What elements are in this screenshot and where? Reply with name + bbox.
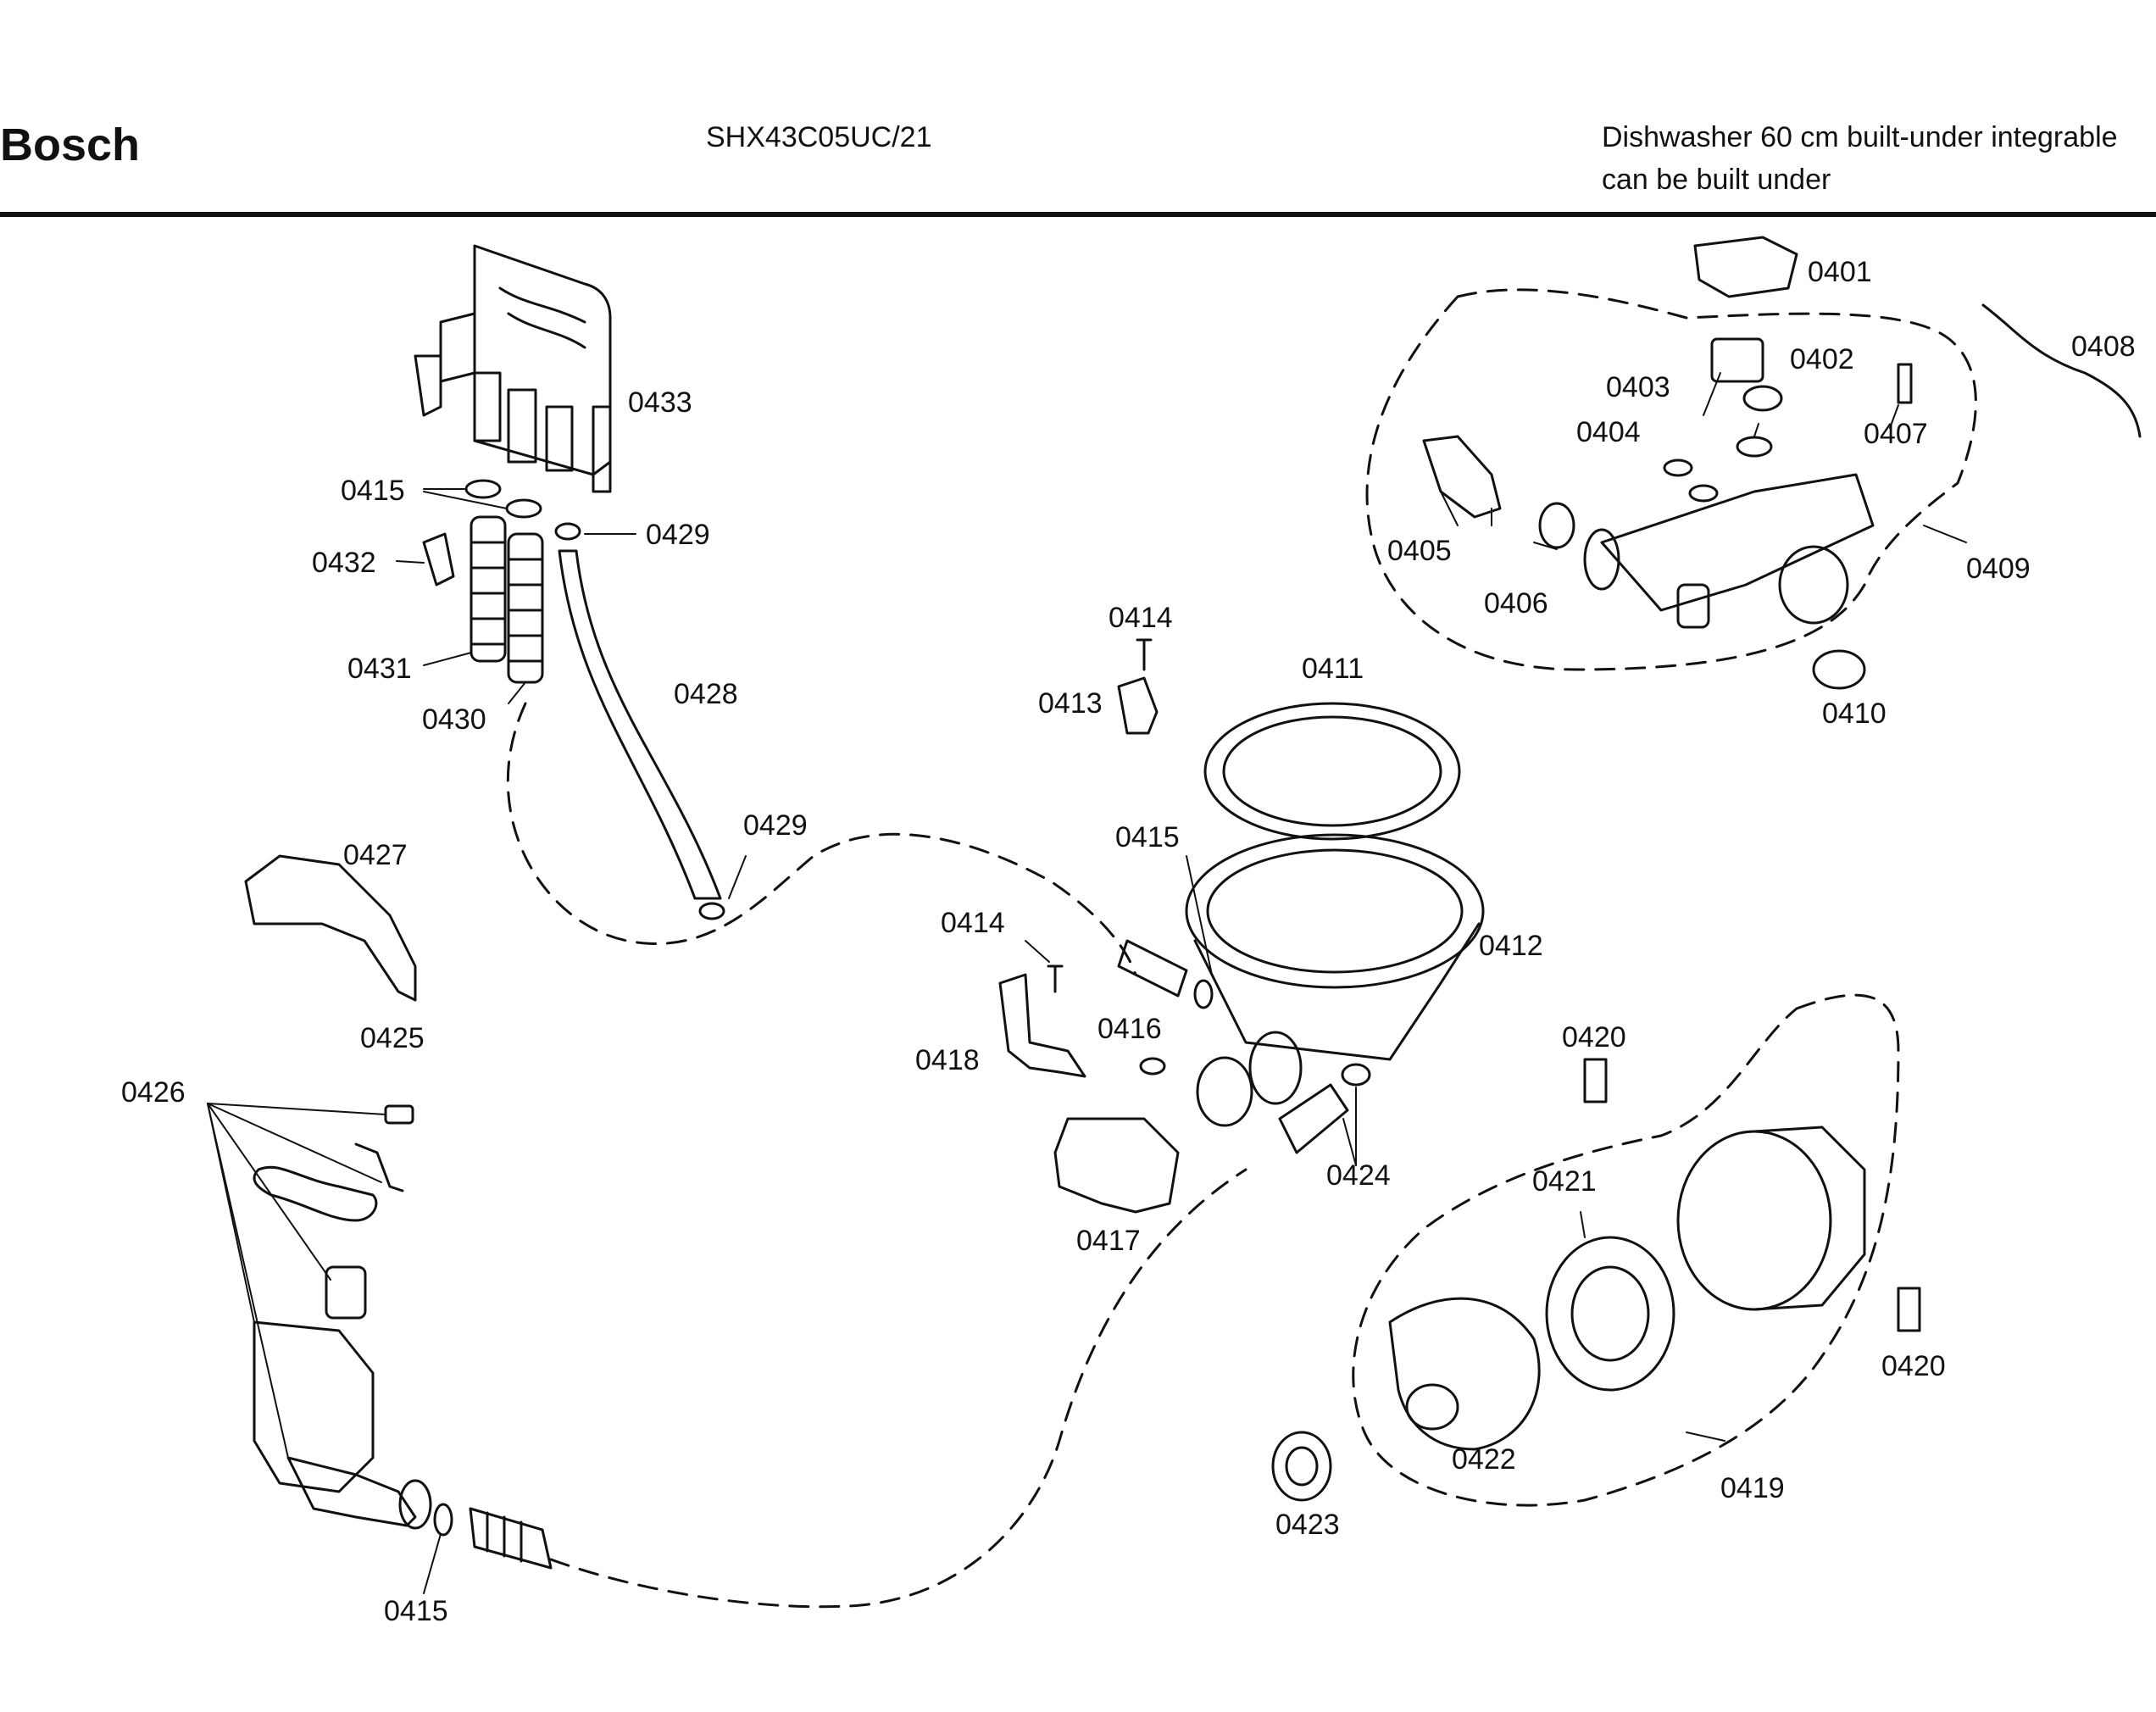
callout-0418: 0418: [915, 1044, 980, 1076]
part-0429-clamp-bottom: [698, 902, 725, 920]
part-0415-oring-b: [505, 498, 542, 519]
callout-0415: 0415: [1115, 821, 1180, 853]
header-divider: [0, 212, 2156, 217]
assembly-outline-0419: [1352, 993, 1900, 1507]
part-0404-oring-b: [1688, 484, 1719, 503]
hose-route-upper: [506, 702, 1137, 976]
callout-0421: 0421: [1532, 1165, 1597, 1198]
callout-0429: 0429: [646, 519, 710, 551]
callout-0405: 0405: [1387, 535, 1452, 567]
part-0426-water-valve-block: [253, 1320, 432, 1530]
callout-0406: 0406: [1484, 587, 1548, 620]
part-0426-bracket: [253, 1165, 378, 1222]
callout-0423: 0423: [1275, 1509, 1340, 1541]
callout-0420: 0420: [1881, 1350, 1946, 1382]
part-0420-clip-right: [1897, 1287, 1921, 1332]
part-0404-oring-a: [1663, 459, 1693, 477]
callout-0426: 0426: [121, 1076, 186, 1109]
callout-0422: 0422: [1452, 1443, 1516, 1476]
part-0413-bracket: [1117, 676, 1159, 735]
callout-0415: 0415: [384, 1595, 448, 1627]
callout-0416: 0416: [1097, 1013, 1162, 1045]
callout-0432: 0432: [312, 547, 376, 579]
part-0409-flow-heater: [1583, 473, 1875, 629]
brand-name: Bosch: [0, 120, 141, 170]
callout-0428: 0428: [674, 678, 738, 710]
part-0403-oring: [1736, 436, 1773, 458]
part-0431-corrugated-hose: [470, 515, 507, 663]
part-0428-hose: [558, 549, 722, 900]
part-0405-sensor: [1422, 435, 1502, 519]
callout-0403: 0403: [1606, 371, 1670, 403]
callout-0431: 0431: [347, 653, 412, 685]
product-description: Dishwasher 60 cm built-under integrable: [1602, 121, 2118, 153]
model-number: SHX43C05UC/21: [706, 121, 932, 153]
part-0406-seal-top: [1538, 502, 1575, 549]
callout-0413: 0413: [1038, 687, 1103, 720]
part-0416-plug: [1139, 1057, 1166, 1076]
part-corrugated-hose-bottom: [469, 1507, 553, 1570]
part-corrugated-hose-mid: [1117, 939, 1188, 998]
part-0422-pump-housing: [1388, 1297, 1541, 1451]
part-0417-valve: [1053, 1117, 1180, 1214]
callout-0410: 0410: [1822, 698, 1886, 730]
part-0411-seal-ring: [1203, 702, 1461, 841]
part-0414-screw-mid: [1047, 964, 1064, 993]
callout-0420: 0420: [1562, 1021, 1626, 1053]
part-0420-clip-top: [1583, 1058, 1608, 1103]
callout-0427: 0427: [343, 839, 408, 871]
hose-route-lower: [549, 1168, 1247, 1609]
part-0412-sump: [1185, 833, 1485, 1105]
callout-0404: 0404: [1576, 416, 1641, 448]
part-0415-oring-a: [464, 479, 502, 499]
callout-labels: 0401 0402 0403 0404 0405 0406 0407 0408 …: [121, 256, 2136, 1627]
part-0419-pump-motor: [1676, 1126, 1866, 1311]
part-0426-cylinder: [325, 1265, 367, 1320]
part-0425-connector: [384, 1104, 414, 1125]
part-0415-oring-bottom: [433, 1503, 453, 1537]
part-0433-reservoir: [414, 244, 612, 493]
callout-0408: 0408: [2071, 331, 2136, 363]
part-0423-grommet: [1271, 1431, 1332, 1502]
callout-0401: 0401: [1808, 256, 1872, 288]
assembly-outline-0409: [1365, 288, 1977, 671]
part-0407-clip: [1897, 363, 1913, 404]
part-0408-wire: [1981, 303, 2142, 438]
callout-0415: 0415: [341, 475, 405, 507]
part-0402-sensor: [1710, 337, 1783, 412]
part-0406-seal: [1196, 1056, 1253, 1127]
page-header: Bosch SHX43C05UC/21 Dishwasher 60 cm bui…: [0, 0, 2156, 220]
callout-0424: 0424: [1326, 1159, 1391, 1192]
part-0432-clip: [422, 532, 455, 586]
callout-0414: 0414: [941, 907, 1005, 939]
part-0426-spring: [354, 1142, 404, 1192]
callout-0425: 0425: [360, 1022, 425, 1054]
part-0414-screw-top: [1136, 638, 1153, 671]
callout-0417: 0417: [1076, 1225, 1141, 1257]
part-0410-clamp: [1812, 649, 1866, 690]
callout-0412: 0412: [1479, 930, 1543, 962]
part-0418-bracket: [998, 973, 1086, 1078]
callout-0433: 0433: [628, 386, 692, 419]
callout-0407: 0407: [1864, 418, 1928, 450]
callout-0430: 0430: [422, 703, 486, 736]
part-0429-clamp-top: [554, 522, 581, 541]
part-0401-cover: [1693, 236, 1798, 298]
callout-0429: 0429: [743, 809, 808, 842]
callout-0402: 0402: [1790, 343, 1854, 375]
part-0415-oring-mid: [1193, 979, 1214, 1009]
part-0427-cover: [244, 854, 417, 1002]
callout-0409: 0409: [1966, 553, 2031, 585]
part-0421-impeller-housing: [1545, 1236, 1675, 1392]
product-description-sub: can be built under: [1602, 164, 1831, 196]
part-0430-corrugated-hose: [507, 532, 544, 684]
leader-lines: [207, 372, 1967, 1594]
part-0424-hose-and-ring: [1278, 1063, 1371, 1154]
callout-0411: 0411: [1302, 653, 1364, 685]
callout-0414: 0414: [1109, 602, 1173, 634]
callout-0419: 0419: [1720, 1472, 1785, 1504]
